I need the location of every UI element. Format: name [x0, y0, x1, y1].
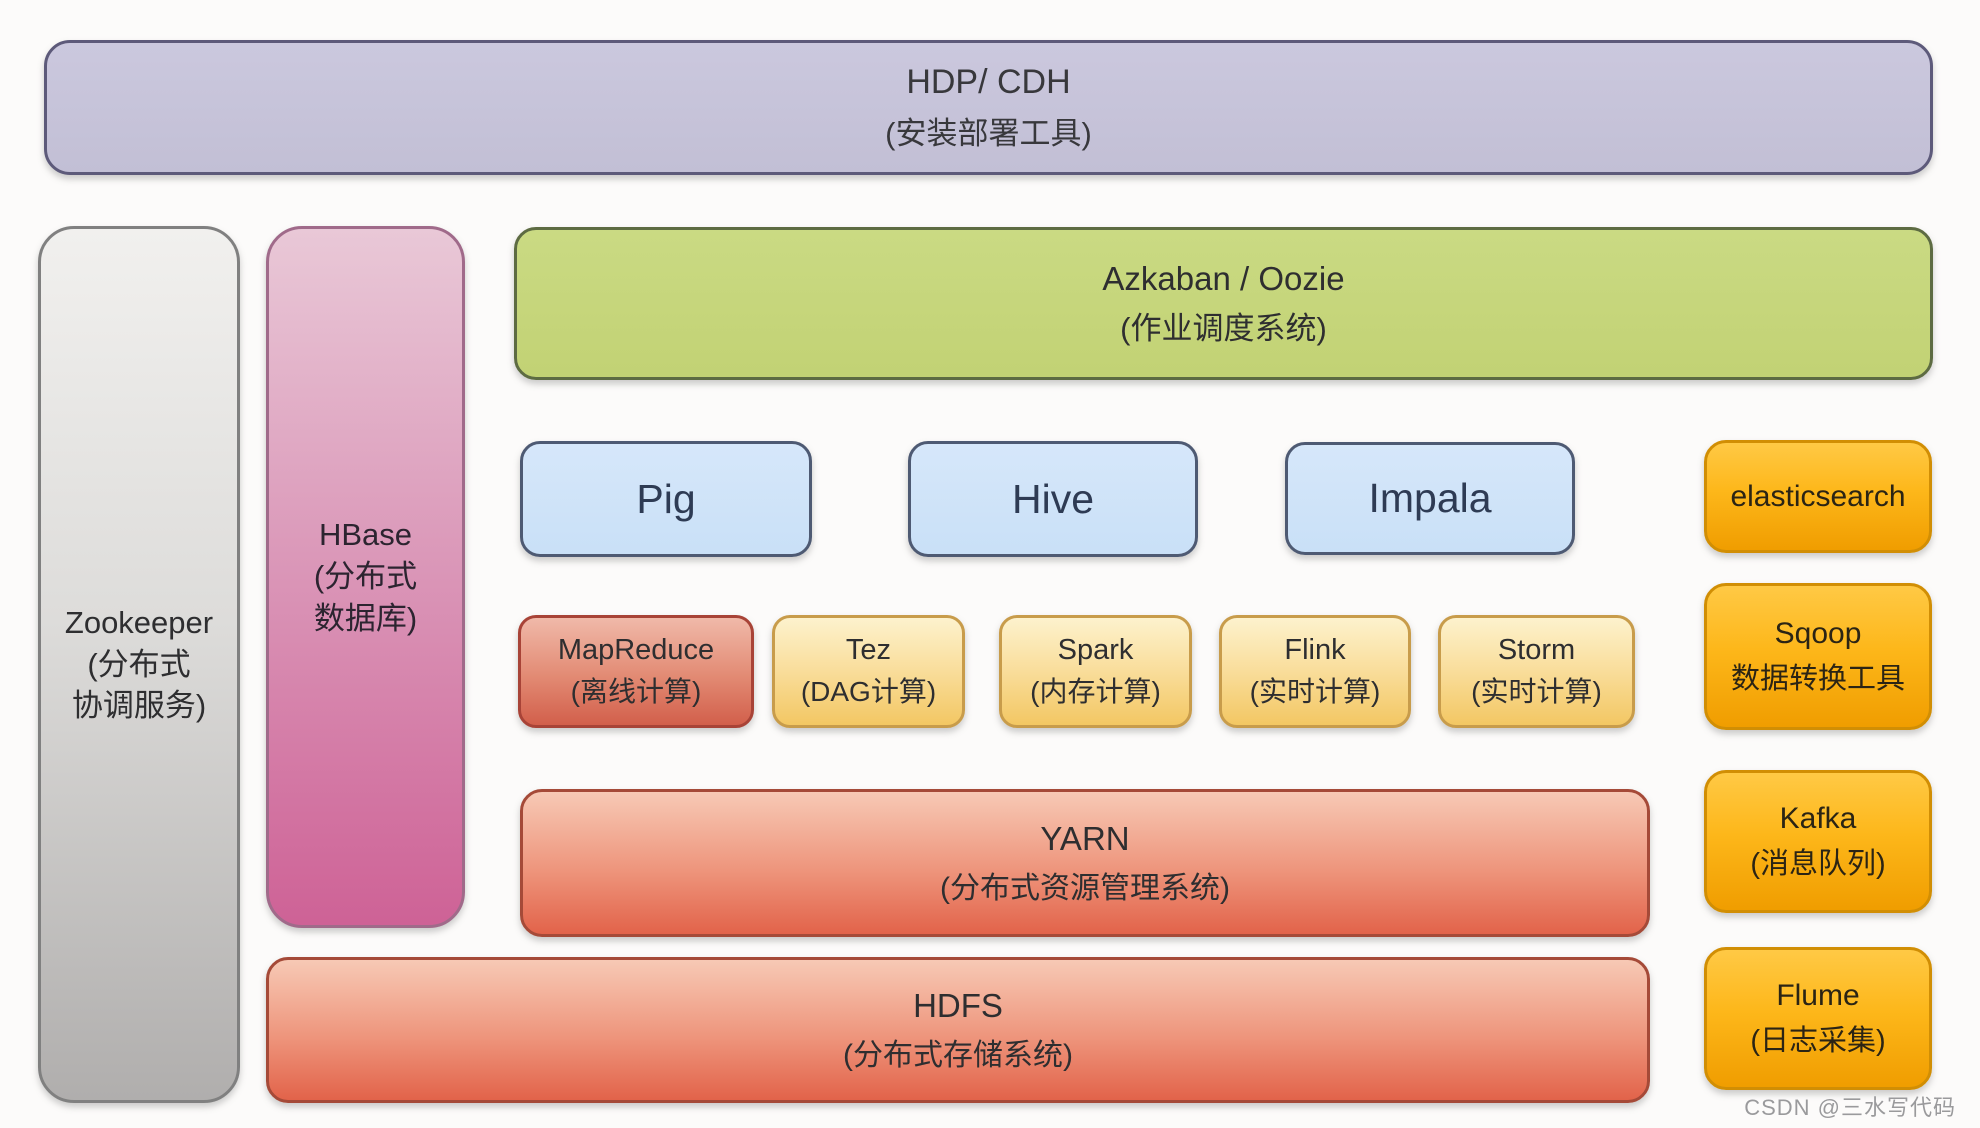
- node-hbase: HBase (分布式 数据库): [266, 226, 465, 928]
- node-tez-sublabel: (DAG计算): [800, 675, 937, 707]
- node-zookeeper: Zookeeper (分布式 协调服务): [38, 226, 240, 1103]
- node-hbase-sublabel: (分布式 数据库): [313, 559, 418, 636]
- node-kafka-label: Kafka: [1779, 801, 1857, 835]
- node-zookeeper-label: Zookeeper: [64, 604, 214, 640]
- node-mapreduce: MapReduce (离线计算): [518, 615, 754, 728]
- node-yarn-sublabel: (分布式资源管理系统): [940, 871, 1230, 905]
- node-spark-sublabel: (内存计算): [1030, 675, 1161, 707]
- node-azkaban-oozie-label: Azkaban / Oozie: [1102, 259, 1345, 297]
- node-kafka: Kafka (消息队列): [1704, 770, 1932, 913]
- node-sqoop: Sqoop 数据转换工具: [1704, 583, 1932, 730]
- node-hdp-cdh: HDP/ CDH (安装部署工具): [44, 40, 1933, 175]
- node-spark-label: Spark: [1057, 633, 1134, 666]
- node-mapreduce-sublabel: (离线计算): [570, 675, 702, 707]
- node-flume-sublabel: (日志采集): [1750, 1024, 1886, 1057]
- node-elasticsearch-label: elasticsearch: [1730, 479, 1906, 513]
- node-yarn: YARN (分布式资源管理系统): [520, 789, 1650, 937]
- node-impala-label: Impala: [1368, 475, 1492, 521]
- node-azkaban-oozie: Azkaban / Oozie (作业调度系统): [514, 227, 1933, 380]
- node-hdfs-label: HDFS: [913, 986, 1003, 1024]
- node-pig-label: Pig: [636, 475, 696, 522]
- node-flink: Flink (实时计算): [1219, 615, 1411, 728]
- node-hive: Hive: [908, 441, 1198, 557]
- node-pig: Pig: [520, 441, 812, 557]
- node-hdfs-sublabel: (分布式存储系统): [843, 1038, 1073, 1072]
- node-hdp-cdh-label: HDP/ CDH: [906, 62, 1071, 101]
- node-hdp-cdh-sublabel: (安装部署工具): [885, 115, 1092, 151]
- node-kafka-sublabel: (消息队列): [1750, 847, 1886, 880]
- node-flink-sublabel: (实时计算): [1249, 675, 1381, 707]
- node-flume-label: Flume: [1776, 978, 1860, 1012]
- node-mapreduce-label: MapReduce: [557, 633, 715, 666]
- node-azkaban-oozie-sublabel: (作业调度系统): [1120, 310, 1327, 346]
- node-impala: Impala: [1285, 442, 1575, 555]
- node-storm-sublabel: (实时计算): [1471, 675, 1602, 707]
- node-storm: Storm (实时计算): [1438, 615, 1635, 728]
- node-flume: Flume (日志采集): [1704, 947, 1932, 1090]
- node-zookeeper-sublabel: (分布式 协调服务): [71, 646, 207, 724]
- csdn-watermark: CSDN @三水写代码: [1744, 1095, 1956, 1120]
- node-tez-label: Tez: [845, 633, 892, 666]
- node-sqoop-label: Sqoop: [1774, 616, 1862, 650]
- node-tez: Tez (DAG计算): [772, 615, 965, 728]
- node-sqoop-sublabel: 数据转换工具: [1730, 662, 1905, 695]
- node-flink-label: Flink: [1284, 633, 1346, 666]
- node-hdfs: HDFS (分布式存储系统): [266, 957, 1650, 1103]
- node-storm-label: Storm: [1497, 633, 1576, 666]
- node-spark: Spark (内存计算): [999, 615, 1192, 728]
- node-hbase-label: HBase: [318, 517, 413, 553]
- node-elasticsearch: elasticsearch: [1704, 440, 1932, 553]
- node-hive-label: Hive: [1011, 475, 1095, 522]
- node-yarn-label: YARN: [1040, 819, 1130, 857]
